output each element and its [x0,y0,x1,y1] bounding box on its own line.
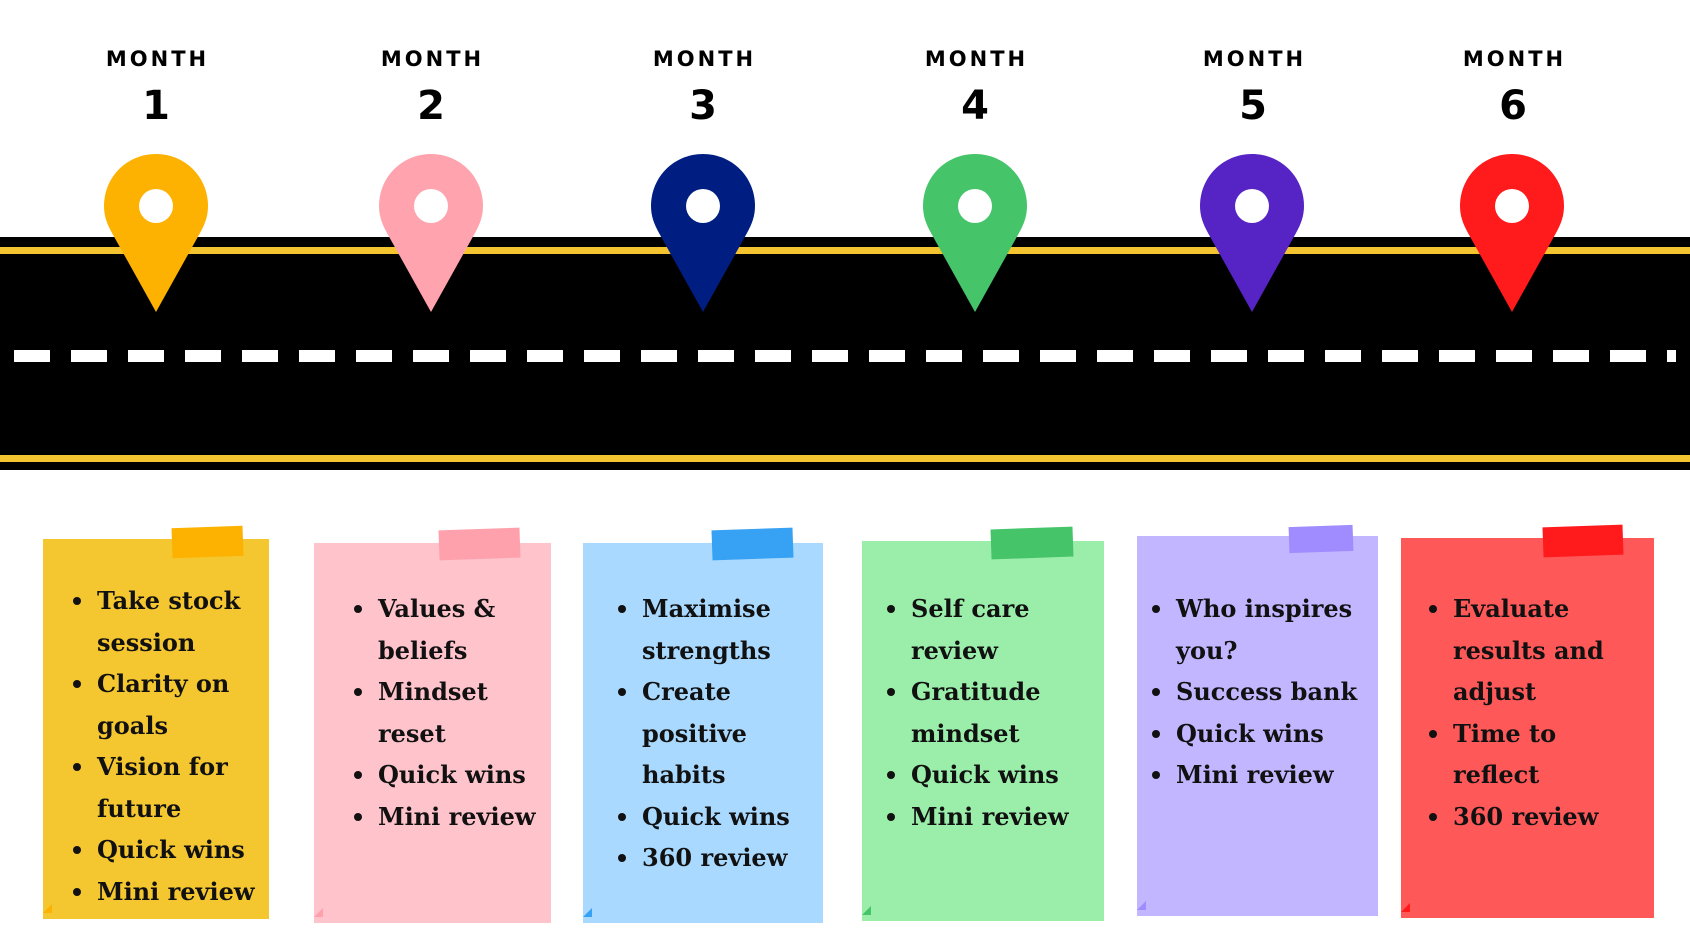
folded-corner [862,906,871,915]
task-item: Values & beliefs [354,588,549,671]
task-item: Maximise strengths [618,588,818,671]
month-4-heading: MONTH 4 [895,46,1055,128]
tape [171,525,244,559]
folded-corner [314,908,323,917]
task-item: Quick wins [618,796,818,838]
month-number: 4 [961,83,989,129]
month-number: 6 [1499,83,1527,129]
folded-corner [1137,901,1146,910]
folded-corner [1401,903,1410,912]
task-item: 360 review [1429,796,1649,838]
task-item: Mini review [1152,754,1377,796]
task-item: Success bank [1152,671,1377,713]
folded-corner [43,904,52,913]
tape [990,526,1074,560]
task-item: Who inspires you? [1152,588,1377,671]
month-number: 1 [142,83,170,129]
month-label: MONTH [105,47,210,71]
map-pin-icon [104,154,208,312]
map-pin-icon [923,154,1027,312]
road [0,237,1690,470]
map-pin-icon [379,154,483,312]
sticky-note [1401,538,1654,918]
road-edge-line-top [0,247,1690,254]
task-item: Create positive habits [618,671,818,796]
month-label: MONTH [1462,47,1567,71]
month-5-heading: MONTH 5 [1173,46,1333,128]
map-pin-icon [651,154,755,312]
task-item: Clarity on goals [73,663,273,746]
task-item: Evaluate results and adjust [1429,588,1649,713]
task-item: Quick wins [354,754,549,796]
sticky-note [314,543,551,923]
month-label: MONTH [924,47,1029,71]
sticky-note [1137,536,1378,916]
task-item: Take stock session [73,580,273,663]
month-label: MONTH [380,47,485,71]
month-number: 2 [417,83,445,129]
task-item: Mini review [73,871,273,913]
month-3-heading: MONTH 3 [623,46,783,128]
task-item: Quick wins [73,829,273,871]
task-item: Quick wins [1152,713,1377,755]
task-item: Gratitude mindset [887,671,1099,754]
map-pin-icon [1200,154,1304,312]
task-item: Vision for future [73,746,273,829]
month-label: MONTH [1202,47,1307,71]
task-item: Quick wins [887,754,1099,796]
road-edge-line-bottom [0,455,1690,462]
month-2-heading: MONTH 2 [351,46,511,128]
month-number: 5 [1239,83,1267,129]
task-item: Mini review [354,796,549,838]
tape [438,527,521,561]
task-item: Mini review [887,796,1099,838]
task-item: 360 review [618,837,818,879]
tape [1288,524,1354,554]
road-center-dashes [14,350,1676,362]
month-number: 3 [689,83,717,129]
month-1-heading: MONTH 1 [76,46,236,128]
task-item: Time to reflect [1429,713,1649,796]
sticky-note [862,541,1104,921]
tape [711,527,794,561]
map-pin-icon [1460,154,1564,312]
tape [1542,524,1624,558]
task-item: Mindset reset [354,671,549,754]
month-label: MONTH [652,47,757,71]
task-item: Self care review [887,588,1099,671]
folded-corner [583,908,592,917]
month-6-heading: MONTH 6 [1433,46,1593,128]
